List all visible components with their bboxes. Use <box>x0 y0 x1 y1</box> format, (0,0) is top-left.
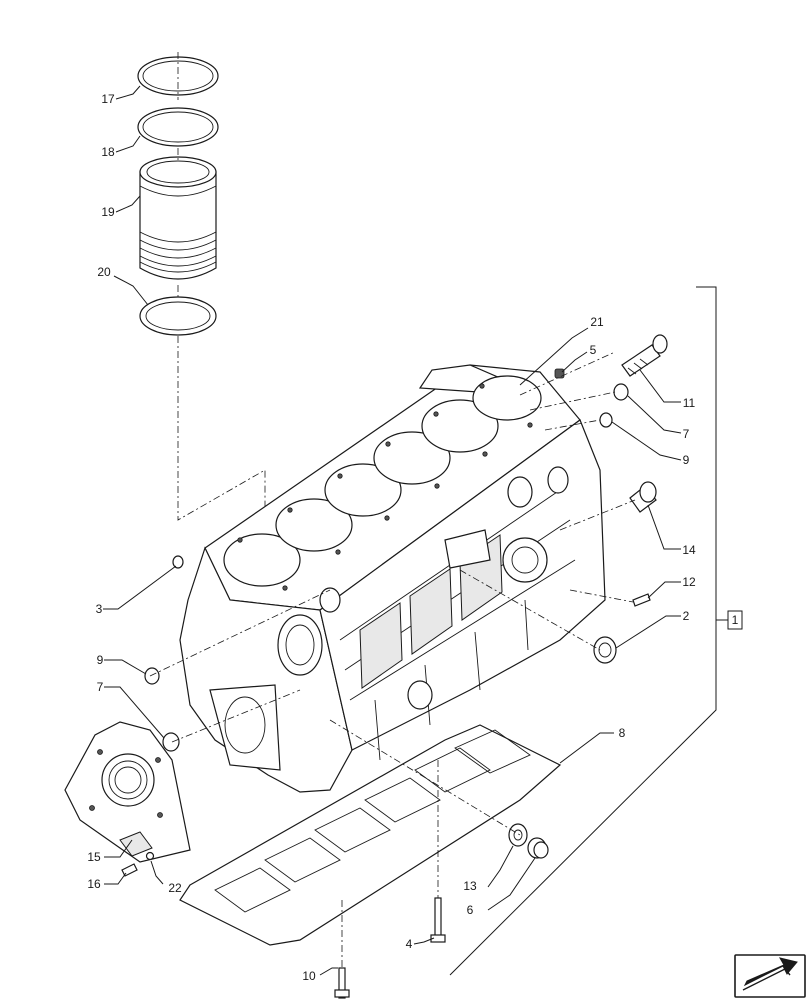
bolt-4 <box>430 897 446 943</box>
callout-15: 15 <box>87 850 101 864</box>
callout-21: 21 <box>590 315 604 329</box>
group-bracket <box>449 286 717 976</box>
axis-line-rear-low <box>544 419 601 431</box>
callout-9-front: 9 <box>97 653 104 667</box>
screw-12 <box>632 593 651 607</box>
axis-line-12 <box>569 589 634 603</box>
callout-12: 12 <box>682 575 696 589</box>
seal-housing-15 <box>64 721 191 863</box>
seal-ring-20 <box>139 296 217 336</box>
callout-9-rear: 9 <box>683 453 690 467</box>
callout-8: 8 <box>619 726 626 740</box>
plug-6 <box>527 837 549 859</box>
plug-5 <box>554 368 565 379</box>
screw-11 <box>621 334 668 377</box>
liner-centerline <box>177 52 266 560</box>
seal-ring-18 <box>137 107 219 147</box>
plug-14 <box>629 481 657 513</box>
callout-6: 6 <box>467 903 474 917</box>
plug-3 <box>172 555 184 569</box>
callout-20: 20 <box>97 265 111 279</box>
callout-17: 17 <box>101 92 115 106</box>
seal-ring-2 <box>593 636 617 664</box>
plug-7-rear <box>613 383 629 401</box>
callout-18: 18 <box>101 145 115 159</box>
oil-pan-gasket-8 <box>179 724 562 946</box>
leader-lines <box>103 85 682 976</box>
engine-block-21 <box>179 364 606 793</box>
callout-19: 19 <box>101 205 115 219</box>
callout-5: 5 <box>590 343 597 357</box>
washer-13 <box>508 823 528 847</box>
group-label-box <box>727 610 743 630</box>
callout-14: 14 <box>682 543 696 557</box>
group-label: 1 <box>732 613 739 627</box>
axis-line-14 <box>559 499 636 531</box>
axis-line-13-6 <box>329 719 521 836</box>
axis-line-2 <box>459 569 601 651</box>
callout-10: 10 <box>302 969 316 983</box>
callout-2: 2 <box>683 609 690 623</box>
callout-11: 11 <box>683 396 696 410</box>
callout-3: 3 <box>96 602 103 616</box>
cylinder-liner-19 <box>139 156 217 280</box>
axis-line-front <box>149 589 331 743</box>
washer-22 <box>145 851 155 861</box>
callout-4: 4 <box>406 937 413 951</box>
plug-7-front <box>162 732 180 752</box>
plug-9-front <box>144 667 160 685</box>
return-arrow-icon[interactable] <box>734 954 806 998</box>
bolt-10 <box>334 967 350 999</box>
bolt-16 <box>121 863 138 877</box>
callout-7-rear: 7 <box>683 427 690 441</box>
callout-7-front: 7 <box>97 680 104 694</box>
plug-9-rear <box>599 412 613 428</box>
callout-13: 13 <box>463 879 477 893</box>
callout-22: 22 <box>168 881 182 895</box>
callout-16: 16 <box>87 877 101 891</box>
axis-line-rear-top <box>519 351 616 396</box>
